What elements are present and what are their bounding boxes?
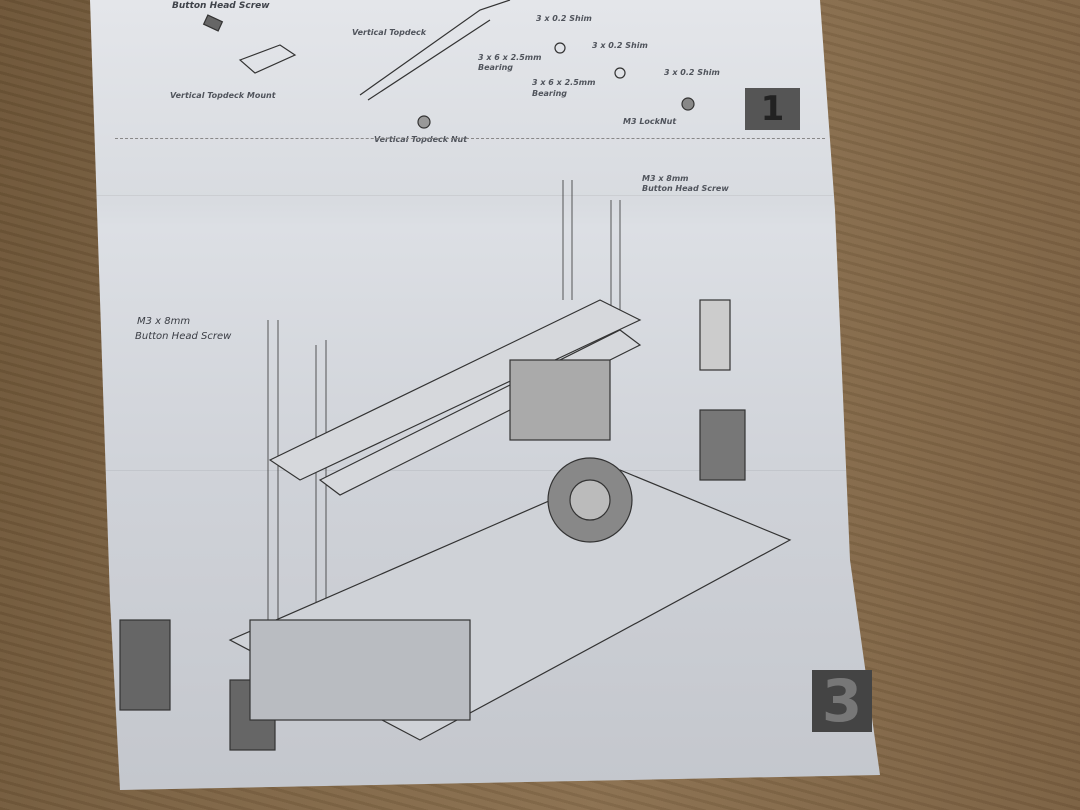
label-shim: 3 x 0.2 Shim — [536, 14, 592, 23]
label-locknut: M3 LockNut — [623, 117, 677, 126]
fold-line — [90, 470, 880, 471]
label-vertical-topdeck-nut: Vertical Topdeck Nut — [374, 135, 468, 144]
fold-line — [90, 195, 880, 196]
label-bearing: 3 x 6 x 2.5mm — [478, 53, 542, 62]
label-bearing: Bearing — [478, 63, 514, 72]
label-bearing: Bearing — [532, 89, 568, 98]
section-divider — [115, 138, 825, 139]
label-button-head-screw: Button Head Screw — [172, 1, 270, 11]
step-number-badge: 3 — [812, 667, 872, 735]
label-vertical-topdeck-mount: Vertical Topdeck Mount — [170, 91, 276, 100]
label-screw-type: Button Head Screw — [642, 184, 729, 193]
label-screw-size: M3 x 8mm — [137, 316, 191, 327]
label-vertical-topdeck: Vertical Topdeck — [352, 28, 427, 37]
label-screw-type: Button Head Screw — [135, 331, 232, 342]
label-screw-size: M3 x 8mm — [642, 174, 689, 183]
label-bearing: 3 x 6 x 2.5mm — [532, 78, 596, 87]
step-number-badge: 1 — [745, 88, 800, 130]
chassis — [119, 299, 792, 751]
topdeck-parts — [202, 0, 695, 129]
label-shim: 3 x 0.2 Shim — [592, 41, 648, 50]
label-shim: 3 x 0.2 Shim — [664, 68, 720, 77]
